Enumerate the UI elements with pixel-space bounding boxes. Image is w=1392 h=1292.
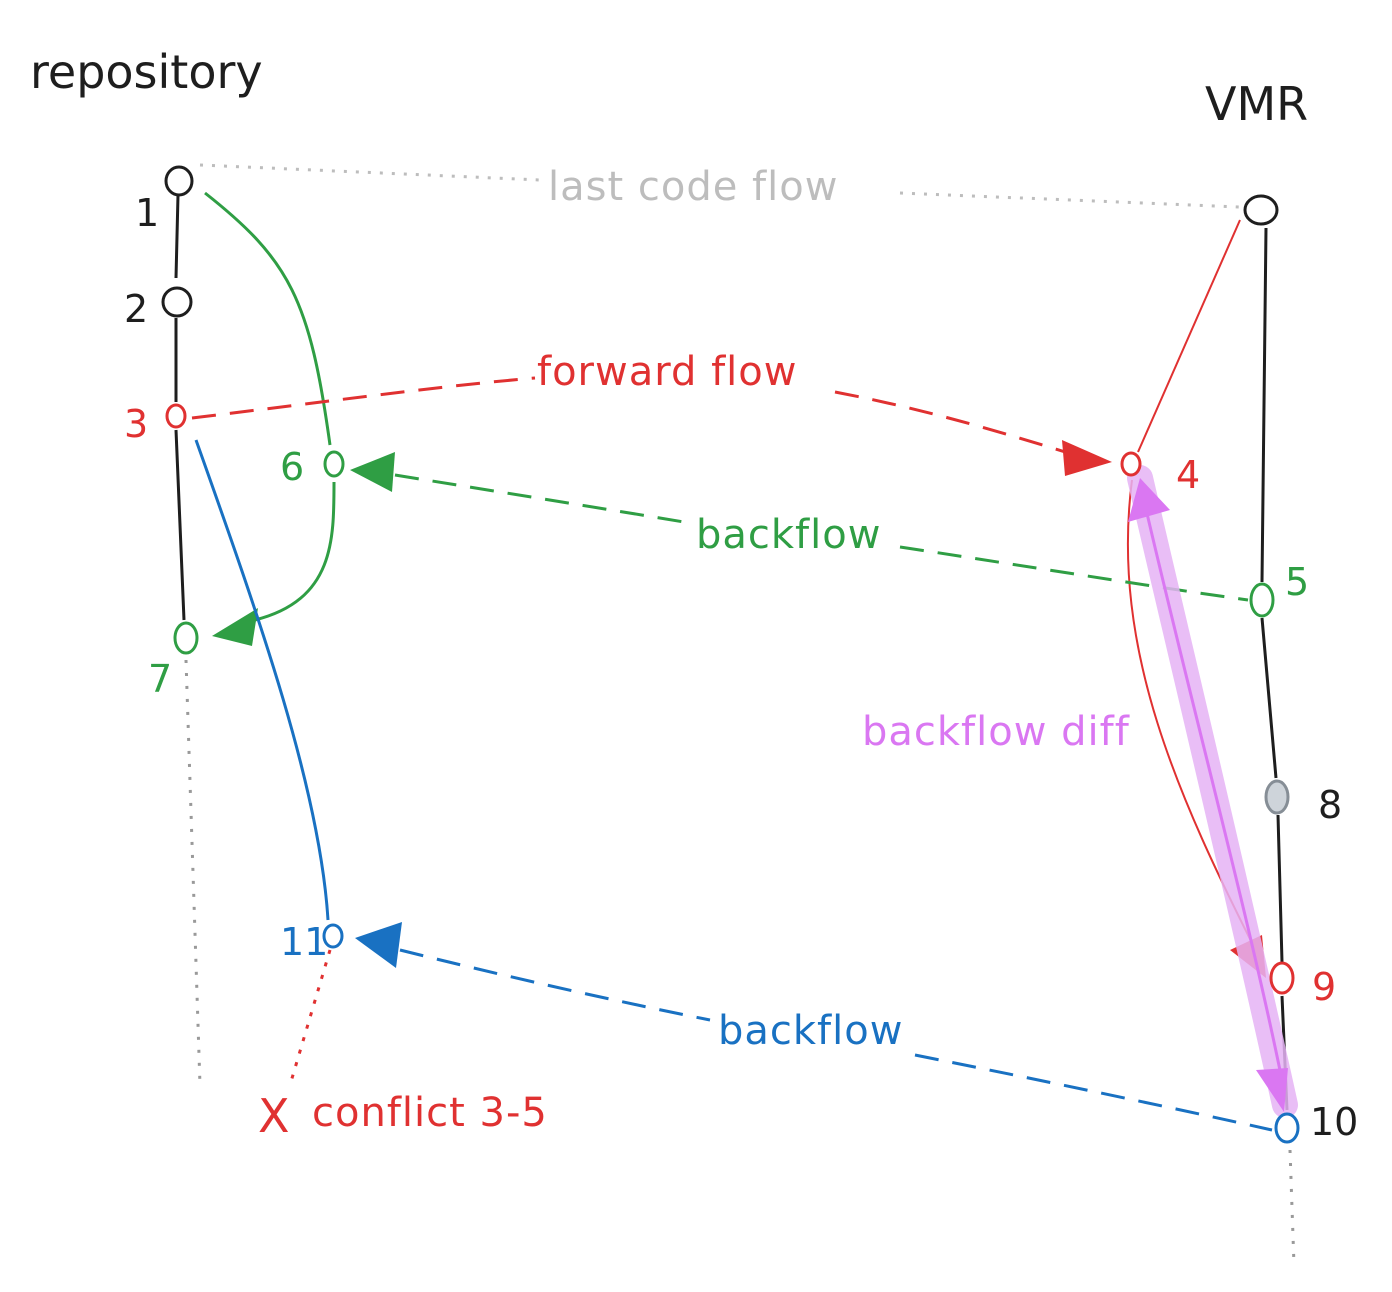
node-8-label: 8: [1318, 783, 1342, 827]
node-2: [161, 286, 193, 318]
forward-flow-line-right: [834, 390, 1076, 457]
repository-timeline: [174, 194, 186, 621]
backflow-2-arrowhead: [355, 922, 402, 968]
backflow-2-label: backflow: [718, 1008, 903, 1054]
node-3-label: 3: [124, 402, 148, 446]
backflow-2-line: [399, 948, 711, 1022]
last-code-flow-line: [199, 163, 541, 182]
node-1-label: 1: [135, 191, 159, 235]
node-5-label: 5: [1285, 560, 1309, 604]
node-10-label: 10: [1310, 1100, 1358, 1144]
node-9: [1269, 961, 1295, 995]
node-6-label: 6: [280, 445, 304, 489]
node-3: [165, 403, 187, 429]
node-10: [1274, 1112, 1300, 1144]
green-branch-line: [204, 191, 336, 622]
node-7-label: 7: [148, 657, 172, 701]
blue-branch-line: [194, 439, 330, 921]
conflict-line: [288, 949, 332, 1086]
node-4: [1120, 451, 1142, 477]
backflow-diff-label: backflow diff: [862, 709, 1130, 755]
node-11: [322, 923, 344, 949]
node-9-label: 9: [1312, 965, 1336, 1009]
node-vmr-top: [1243, 194, 1279, 226]
node-8: [1264, 779, 1290, 815]
forward-flow-label: forward flow: [537, 349, 797, 395]
node-1: [164, 165, 194, 197]
forward-flow-line: [191, 376, 536, 420]
conflict-label: conflict 3-5: [312, 1090, 548, 1136]
backflow-1-label: backflow: [696, 512, 881, 558]
backflow-1-line: [394, 473, 691, 525]
node-5: [1249, 582, 1275, 618]
vmr-timeline: [1260, 227, 1289, 1111]
conflict-x-mark: X: [258, 1089, 290, 1143]
backflow-diff-arrowhead-top: [1128, 478, 1170, 522]
repository-title: repository: [30, 45, 263, 99]
backflow-1-arrowhead: [350, 452, 395, 492]
node-2-label: 2: [124, 287, 148, 331]
node-4-label: 4: [1176, 453, 1200, 497]
backflow-2-line-right: [914, 1053, 1273, 1132]
red-vmr-branch-top: [1137, 219, 1241, 453]
last-code-flow-line-right: [899, 191, 1241, 209]
last-code-flow-label: last code flow: [548, 164, 838, 210]
backflow-diff-arrowhead-bottom: [1256, 1068, 1288, 1112]
node-7: [173, 621, 199, 655]
backflow-diff-line: [1140, 491, 1286, 1091]
node-6: [323, 450, 345, 478]
forward-flow-arrowhead: [1062, 440, 1112, 476]
node-11-label: 11: [280, 920, 328, 964]
vmr-title: VMR: [1205, 77, 1308, 131]
vmr-timeline-continuation: [1288, 1149, 1296, 1266]
green-branch-arrowhead: [212, 608, 258, 646]
repository-timeline-continuation: [184, 659, 202, 1086]
backflow-1-line-right: [899, 545, 1249, 602]
